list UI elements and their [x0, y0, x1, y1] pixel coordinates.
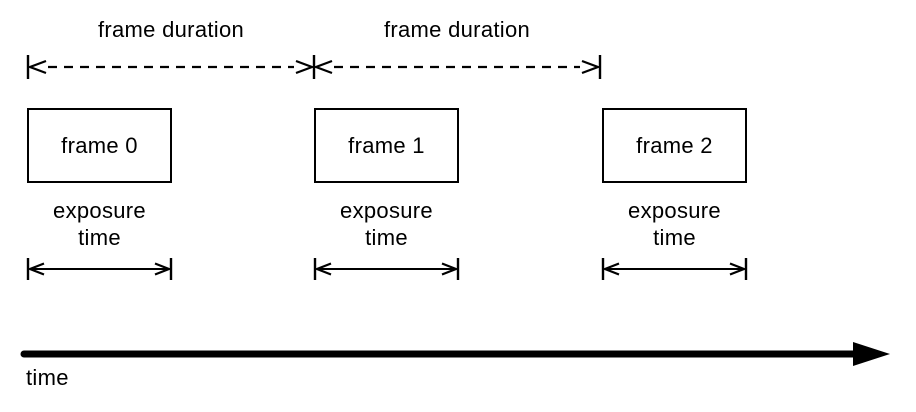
- arrowhead-right-icon: [295, 59, 316, 75]
- frame-box-0: frame 0: [27, 108, 172, 183]
- arrowhead-left-icon: [26, 59, 47, 75]
- frame-box-label: frame 1: [348, 132, 425, 158]
- frame-duration-label-0: frame duration: [97, 17, 245, 42]
- arrowhead-right-icon: [581, 59, 602, 75]
- time-axis-arrow: [20, 342, 890, 366]
- exposure-time-label-2: exposure time: [628, 198, 721, 250]
- exposure-arrow-0: [26, 258, 173, 280]
- frame-duration-arrow-0: [26, 55, 316, 79]
- exposure-arrow-1: [313, 258, 460, 280]
- arrowhead-left-icon: [312, 59, 333, 75]
- exposure-arrow-2: [601, 258, 748, 280]
- frame-box-label: frame 2: [636, 132, 713, 158]
- frame-box-1: frame 1: [314, 108, 459, 183]
- time-axis-label: time: [26, 365, 69, 390]
- exposure-time-label-0: exposure time: [53, 198, 146, 250]
- exposure-time-label-1: exposure time: [340, 198, 433, 250]
- arrowhead-right-icon: [853, 342, 890, 366]
- frame-box-2: frame 2: [602, 108, 747, 183]
- frame-duration-arrow-1: [312, 55, 602, 79]
- frame-box-label: frame 0: [61, 132, 138, 158]
- frame-duration-label-1: frame duration: [383, 17, 531, 42]
